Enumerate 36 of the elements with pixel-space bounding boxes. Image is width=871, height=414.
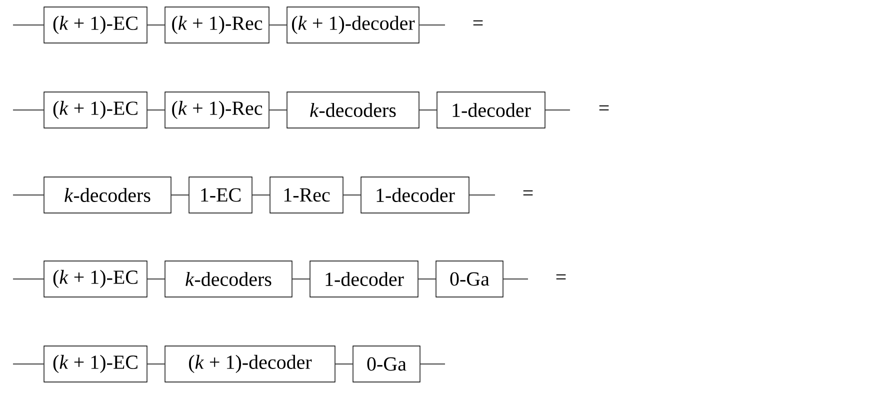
- process-box: (k + 1)-Rec: [164, 92, 270, 128]
- equals-sign: =: [599, 105, 609, 110]
- process-box: (k + 1)-EC: [44, 346, 148, 382]
- process-box: (k + 1)-EC: [44, 92, 148, 128]
- process-box: (k + 1)-Rec: [164, 6, 270, 44]
- process-box: k-decoders: [44, 176, 172, 214]
- process-box: 1-EC: [188, 176, 252, 214]
- process-box: k-decoders: [286, 92, 420, 128]
- process-box: 1-decoder: [310, 260, 418, 298]
- process-box: (k + 1)-EC: [44, 6, 148, 44]
- equals-sign: =: [523, 190, 533, 196]
- process-box: k-decoders: [164, 260, 292, 298]
- wire: [419, 24, 446, 26]
- process-box: (k + 1)-EC: [44, 260, 148, 298]
- process-box: 1-decoder: [436, 92, 546, 128]
- wire: [292, 278, 310, 280]
- wire: [503, 278, 528, 280]
- wire: [12, 24, 44, 26]
- wire: [12, 194, 44, 196]
- process-box: (k + 1)-decoder: [164, 346, 336, 382]
- equals-sign: =: [556, 274, 566, 280]
- process-box: (k + 1)-decoder: [286, 6, 420, 44]
- wire: [269, 24, 287, 26]
- wire: [171, 194, 189, 196]
- wire: [147, 278, 165, 280]
- wire: [418, 278, 436, 280]
- wire: [343, 194, 361, 196]
- wire: [469, 194, 496, 196]
- process-box: 1-decoder: [360, 176, 470, 214]
- process-box: 0-Ga: [436, 260, 504, 298]
- wire: [12, 278, 44, 280]
- wire: [252, 194, 270, 196]
- process-box: 1-Rec: [270, 176, 344, 214]
- wire: [147, 24, 165, 26]
- process-box: 0-Ga: [352, 346, 420, 382]
- equals-sign: =: [473, 20, 483, 26]
